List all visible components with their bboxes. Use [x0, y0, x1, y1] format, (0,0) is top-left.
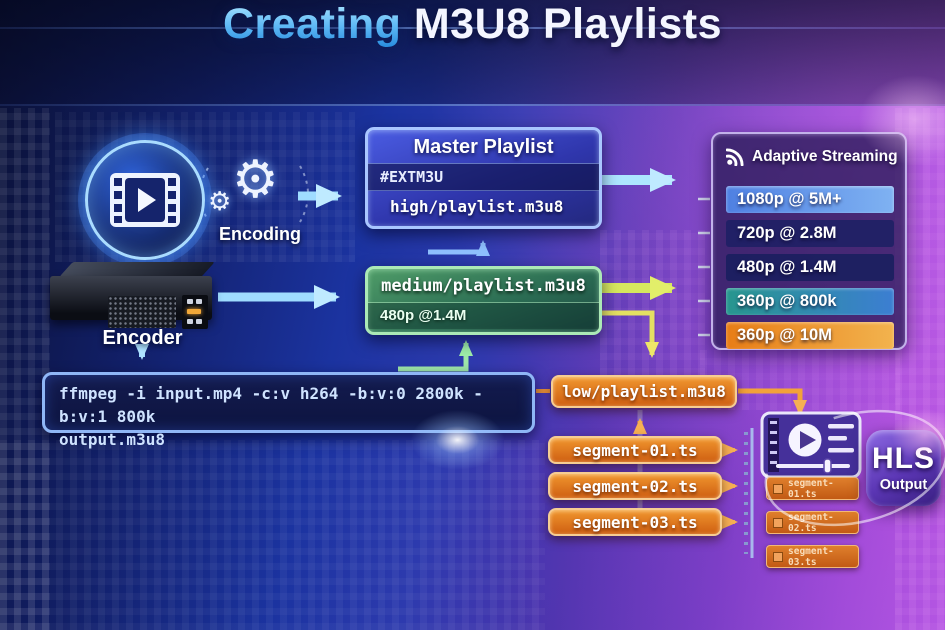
adaptive-streaming-header: Adaptive Streaming — [726, 147, 898, 166]
segment-box-3: segment-03.ts — [548, 508, 722, 536]
arrow-medium-to-low — [600, 310, 659, 358]
encoding-label: Encoding — [219, 224, 301, 244]
encoding-gears: ⚙ ⚙ — [206, 151, 306, 226]
encoder-device — [48, 262, 216, 329]
adaptive-row-360p-10m: 360p @ 10M — [726, 322, 894, 349]
video-player-icon — [760, 411, 862, 484]
hls-file-name: segment-02.ts — [788, 511, 834, 534]
encoder-led — [187, 309, 201, 314]
medium-playlist-name: medium/playlist.m3u8 — [368, 269, 599, 303]
master-playlist-heading: Master Playlist — [413, 136, 554, 158]
hls-file-row-3: segment-03.ts — [766, 545, 859, 568]
file-bullet-icon — [773, 517, 783, 528]
background-mosaic — [0, 440, 545, 630]
arrow-medium-to-master — [428, 240, 490, 256]
ffmpeg-command-line1: ffmpeg -i input.mp4 -c:v h264 -b:v:0 280… — [59, 384, 483, 427]
player-graphic — [760, 411, 862, 479]
high-playlist-line: high/playlist.m3u8 — [390, 197, 564, 216]
hls-file-name: segment-01.ts — [788, 477, 834, 500]
divider-line-top — [0, 27, 945, 29]
adaptive-row-1080p: 1080p @ 5M+ — [726, 186, 894, 213]
gear-icon: ⚙ — [232, 151, 279, 209]
hls-output-badge: HLS Output — [866, 430, 941, 506]
master-playlist-box: Master Playlist #EXTM3U high/playlist.m3… — [365, 127, 602, 229]
hls-output-title: HLS — [872, 441, 935, 475]
hls-file-row-2: segment-02.ts — [766, 511, 859, 534]
ffmpeg-command-line2: output.m3u8 — [59, 430, 165, 450]
hls-file-name: segment-03.ts — [788, 545, 834, 568]
encoder-button — [196, 319, 202, 324]
video-source-icon — [85, 140, 205, 260]
hls-file-row-1: segment-01.ts — [766, 477, 859, 500]
segment-box-2: segment-02.ts — [548, 472, 722, 500]
arrow-low-to-player — [738, 388, 807, 416]
extm3u-line: #EXTM3U — [368, 163, 599, 191]
adaptive-row-360p-800k: 360p @ 800k — [726, 288, 894, 315]
low-playlist-box: low/playlist.m3u8 — [551, 375, 737, 408]
encoder-vents — [108, 296, 176, 328]
gear-icon-small: ⚙ — [208, 186, 232, 216]
encoder-label: Encoder — [102, 327, 183, 349]
file-bullet-icon — [773, 551, 783, 562]
adaptive-row-720p: 720p @ 2.8M — [726, 220, 894, 247]
adaptive-streaming-panel: Adaptive Streaming 1080p @ 5M+ 720p @ 2.… — [711, 132, 907, 350]
file-bullet-icon — [773, 483, 783, 494]
rss-icon — [726, 148, 744, 166]
title-highlight: Creating — [222, 0, 402, 48]
encoder-button — [187, 299, 193, 304]
page-title: Creating M3U8 Playlists — [0, 0, 945, 49]
segment-box-1: segment-01.ts — [548, 436, 722, 464]
medium-playlist-bitrate: 480p @1.4M — [368, 303, 599, 329]
encoder-device-top — [59, 262, 215, 277]
encoder-button — [187, 319, 193, 324]
background-mosaic — [0, 108, 50, 630]
encoder-button — [196, 299, 202, 304]
title-rest: M3U8 Playlists — [401, 0, 722, 48]
ffmpeg-command-box: ffmpeg -i input.mp4 -c:v h264 -b:v:0 280… — [42, 372, 535, 449]
arrow-command-to-medium — [398, 340, 473, 372]
encoder-device-front — [50, 276, 212, 329]
background-mosaic — [600, 230, 705, 390]
encoder-panel — [182, 295, 208, 329]
filmstrip-play-icon — [110, 173, 180, 227]
medium-playlist-box: medium/playlist.m3u8 480p @1.4M — [365, 266, 602, 335]
adaptive-row-480p: 480p @ 1.4M — [726, 254, 894, 281]
adaptive-streaming-heading: Adaptive Streaming — [752, 147, 898, 165]
hls-output-subtitle: Output — [879, 476, 928, 493]
divider-line-under-title — [0, 104, 945, 106]
title-band — [0, 0, 945, 106]
